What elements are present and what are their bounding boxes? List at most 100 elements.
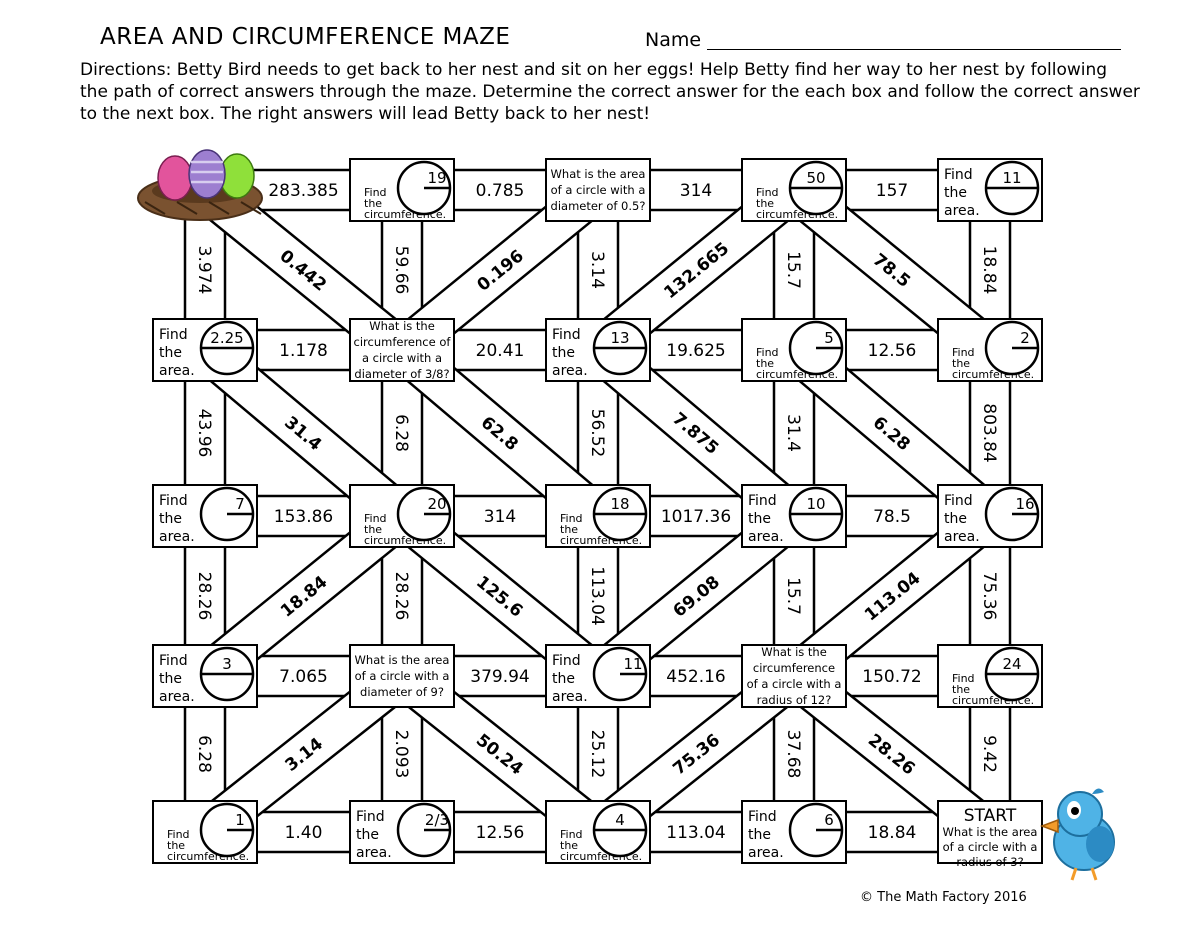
h-edge-label-4-2-group: 113.04	[659, 820, 733, 844]
circle-value-1-3: 5	[824, 329, 834, 347]
h-edge-label-0-3-group: 157	[871, 178, 913, 202]
h-edge-label-0-0-group: 283.385	[261, 178, 346, 202]
box-task-2-2-1: the	[560, 523, 578, 536]
start-label: START	[964, 806, 1017, 826]
v-edge-label-0-4: 18.84	[979, 246, 999, 295]
box-task-2-4-2: area.	[944, 529, 980, 545]
v-edge-label-2-1-group: 28.26	[390, 564, 414, 628]
circle-value-2-2: 18	[610, 495, 629, 513]
box-task-4-3-2: area.	[748, 845, 784, 861]
v-edge-label-2-1-bg	[390, 564, 414, 628]
d-edge-label-15-bg	[860, 725, 924, 783]
d-edge-label-8-bg	[271, 566, 336, 626]
box-task-3-2-0: Find	[552, 653, 581, 669]
h-edge-label-1-0-bg	[272, 338, 335, 362]
v-edge-label-2-3: 15.7	[783, 577, 803, 615]
v-edge-label-0-0-group: 3.974	[193, 238, 217, 302]
circle-value-4-3: 6	[824, 811, 834, 829]
v-edge-label-2-2-group: 113.04	[586, 559, 610, 633]
d-edge-label-2-bg	[656, 234, 736, 306]
h-edge-label-4-2: 113.04	[666, 823, 725, 843]
h-edge-label-2-3: 78.5	[873, 507, 911, 527]
circle-value-4-2: 4	[615, 811, 625, 829]
v-edge-label-3-3-bg	[782, 722, 806, 786]
box-task-1-0-1: the	[159, 345, 182, 361]
h-edge-label-3-1-bg	[463, 664, 537, 688]
v-edge-label-2-1: 28.26	[391, 572, 411, 621]
start-question-line-0: What is the area	[943, 825, 1038, 839]
circle-value-2-1: 20	[427, 495, 446, 513]
h-edge-label-4-1: 12.56	[476, 823, 525, 843]
question-line-3-1-0: What is the area	[355, 653, 450, 667]
h-edge-label-4-3-bg	[860, 820, 924, 844]
question-line-0-2-2: diameter of 0.5?	[551, 199, 646, 213]
v-edge-label-0-4-bg	[978, 238, 1002, 302]
d-edge-label-9-bg	[468, 566, 532, 626]
v-edge-label-1-2-bg	[586, 401, 610, 465]
h-edge-label-2-0-group: 153.86	[266, 504, 341, 528]
question-line-3-3-1: circumference	[753, 661, 835, 675]
h-edge-label-4-1-group: 12.56	[468, 820, 532, 844]
h-edge-label-0-0-bg	[261, 178, 346, 202]
v-edge-label-1-1-bg	[390, 406, 414, 460]
circle-value-0-4: 11	[1002, 169, 1021, 187]
circle-value-3-0: 3	[222, 655, 232, 673]
pink-egg-icon	[157, 155, 193, 201]
question-line-3-3-0: What is the	[761, 645, 827, 659]
d-edge-label-3-bg	[864, 244, 920, 296]
v-edge-label-3-2-group: 25.12	[586, 722, 610, 786]
h-edge-label-2-2-bg	[654, 504, 738, 528]
box-frame-3-1	[349, 644, 455, 708]
box-task-2-3-0: Find	[748, 493, 777, 509]
bird-leg-left	[1070, 867, 1078, 881]
v-edge-label-0-3-group: 15.7	[782, 243, 806, 297]
circle-value-4-1: 2/3	[425, 811, 449, 829]
circle-value-1-4: 2	[1020, 329, 1030, 347]
d-edge-label-14-bg	[664, 725, 728, 783]
v-edge-label-0-1: 59.66	[391, 246, 411, 295]
name-line[interactable]	[707, 49, 1121, 50]
question-line-3-1-2: diameter of 9?	[360, 685, 444, 699]
bird-wing	[1086, 826, 1114, 862]
bird-eye	[1071, 807, 1079, 815]
box-task-0-1-0: Find	[364, 186, 387, 199]
box-frame-3-3	[741, 644, 847, 708]
h-edge-label-2-0: 153.86	[274, 507, 333, 527]
v-edge-label-3-0: 6.28	[194, 735, 214, 773]
box-task-3-4-0: Find	[952, 672, 975, 685]
box-frame-0-2	[545, 158, 651, 222]
box-task-3-0-2: area.	[159, 689, 195, 705]
box-task-1-3-0: Find	[756, 346, 779, 359]
box-task-4-1-1: the	[356, 827, 379, 843]
v-edge-label-3-2-bg	[586, 722, 610, 786]
v-edge-label-0-2-bg	[586, 243, 610, 297]
h-edge-label-3-1: 379.94	[470, 667, 529, 687]
h-edge-label-3-3: 150.72	[862, 667, 921, 687]
h-edge-label-3-0-group: 7.065	[272, 664, 335, 688]
v-edge-label-1-0-group: 43.96	[193, 401, 217, 465]
v-edge-label-2-4-bg	[978, 564, 1002, 628]
h-edge-label-3-2: 452.16	[666, 667, 725, 687]
box-task-0-3-1: the	[756, 197, 774, 210]
question-line-1-1-3: diameter of 3/8?	[354, 367, 449, 381]
v-edge-label-3-1-bg	[390, 722, 414, 786]
box-task-4-0-1: the	[167, 839, 185, 852]
circle-value-1-2: 13	[610, 329, 629, 347]
v-edge-label-2-4-group: 75.36	[978, 564, 1002, 628]
box-task-2-0-2: area.	[159, 529, 195, 545]
v-edge-label-1-2-group: 56.52	[586, 401, 610, 465]
h-edge-label-2-0-bg	[266, 504, 341, 528]
v-edge-label-2-4: 75.36	[979, 572, 999, 621]
v-edge-label-0-3-bg	[782, 243, 806, 297]
h-edge-label-0-2-group: 314	[675, 178, 717, 202]
h-edge-label-1-1-group: 20.41	[468, 338, 532, 362]
circle-value-2-0: 7	[235, 495, 245, 513]
d-edge-label-10-bg	[664, 566, 728, 626]
